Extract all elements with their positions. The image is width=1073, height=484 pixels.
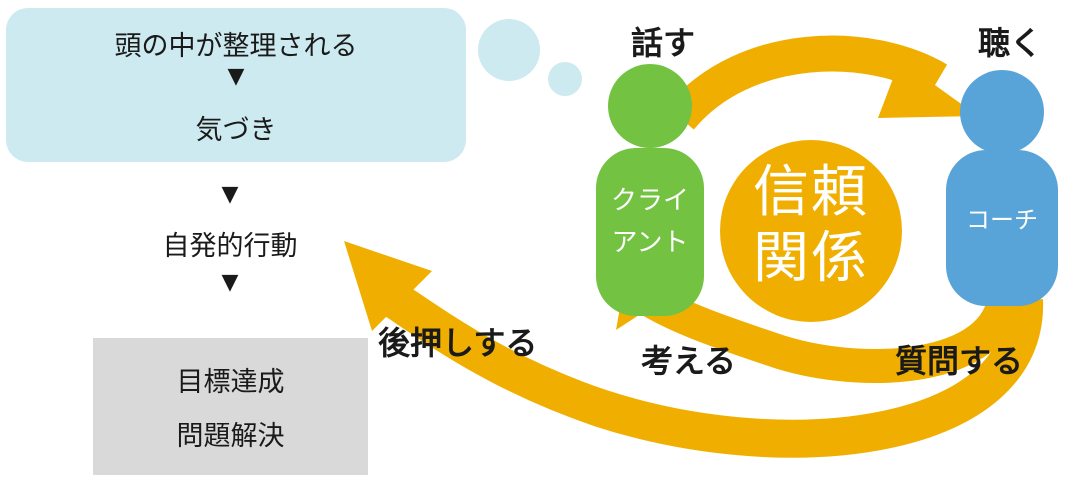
client-body [596,148,704,316]
label-talk: 話す [631,24,696,62]
thought-dot-large [478,19,540,81]
coach-label: コーチ [966,206,1038,234]
trust-label-line2: 関係 [753,226,869,291]
client-head [608,64,692,148]
arc-ask-to-think [641,284,1023,383]
goal-box [93,338,368,475]
down-arrow-icon: ▼ [227,64,245,89]
label-listen: 聴く [978,24,1043,62]
down-arrow-icon: ▼ [221,182,239,207]
arc-push-back [384,284,1044,458]
thought-line-organized: 頭の中が整理される [114,31,358,62]
client-label: クライ アント [596,180,704,264]
arrowhead-icon [344,241,432,331]
client-label-line2: アント [611,228,689,258]
client-label-line1: クライ [610,186,689,216]
trust-label-line1: 信頼 [753,160,869,225]
label-ask: 質問する [895,342,1024,380]
thought-dot-small [548,62,582,96]
thought-bubble-box [6,8,466,162]
arrowhead-icon [878,60,978,118]
label-push: 後押しする [378,324,538,362]
thought-line-awareness: 気づき [195,115,277,146]
goal-line-problem-solving: 問題解決 [176,421,285,452]
label-think: 考える [641,342,737,380]
step-self-action: 自発的行動 [162,231,298,262]
trust-label: 信頼 関係 [724,160,898,292]
coach-body [946,150,1058,306]
trust-circle [720,140,902,322]
coach-head [960,70,1044,154]
down-arrow-icon: ▼ [221,270,239,295]
goal-line-achievement: 目標達成 [176,367,285,398]
